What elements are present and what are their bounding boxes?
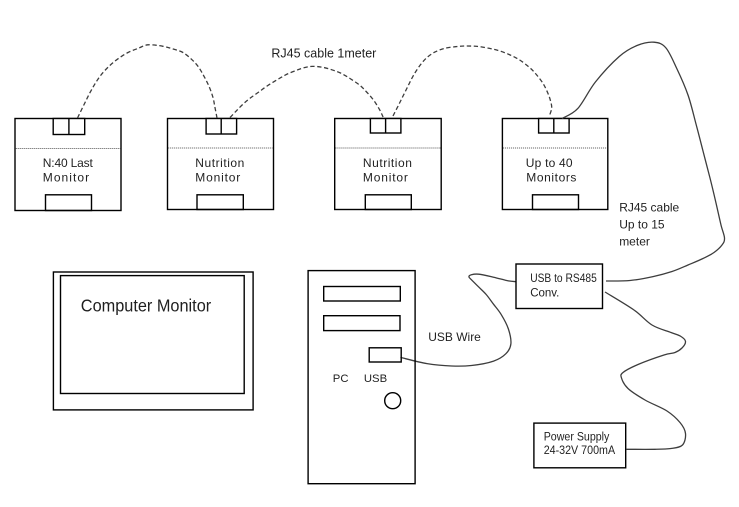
svg-text:Monitors: Monitors — [526, 171, 576, 185]
svg-text:Computer Monitor: Computer Monitor — [81, 295, 211, 315]
svg-text:N:40 Last: N:40 Last — [43, 156, 94, 170]
svg-text:Nutrition: Nutrition — [195, 156, 244, 170]
svg-text:Up to 15: Up to 15 — [619, 217, 665, 231]
svg-text:RJ45 cable 1meter: RJ45 cable 1meter — [271, 46, 376, 60]
svg-text:Conv.: Conv. — [530, 288, 559, 300]
svg-text:24-32V 700mA: 24-32V 700mA — [544, 445, 616, 457]
svg-text:RJ45 cable: RJ45 cable — [619, 200, 679, 214]
svg-text:meter: meter — [619, 234, 650, 248]
svg-text:Up to 40: Up to 40 — [526, 156, 573, 170]
svg-text:PC: PC — [333, 373, 349, 385]
svg-text:Monitor: Monitor — [363, 171, 408, 185]
svg-text:USB to RS485: USB to RS485 — [530, 273, 597, 285]
svg-text:Monitor: Monitor — [43, 171, 89, 185]
svg-text:Monitor: Monitor — [195, 171, 240, 185]
svg-text:USB: USB — [364, 373, 387, 385]
svg-text:Power Supply: Power Supply — [544, 431, 610, 443]
svg-text:USB Wire: USB Wire — [428, 330, 481, 344]
svg-text:Nutrition: Nutrition — [363, 156, 412, 170]
